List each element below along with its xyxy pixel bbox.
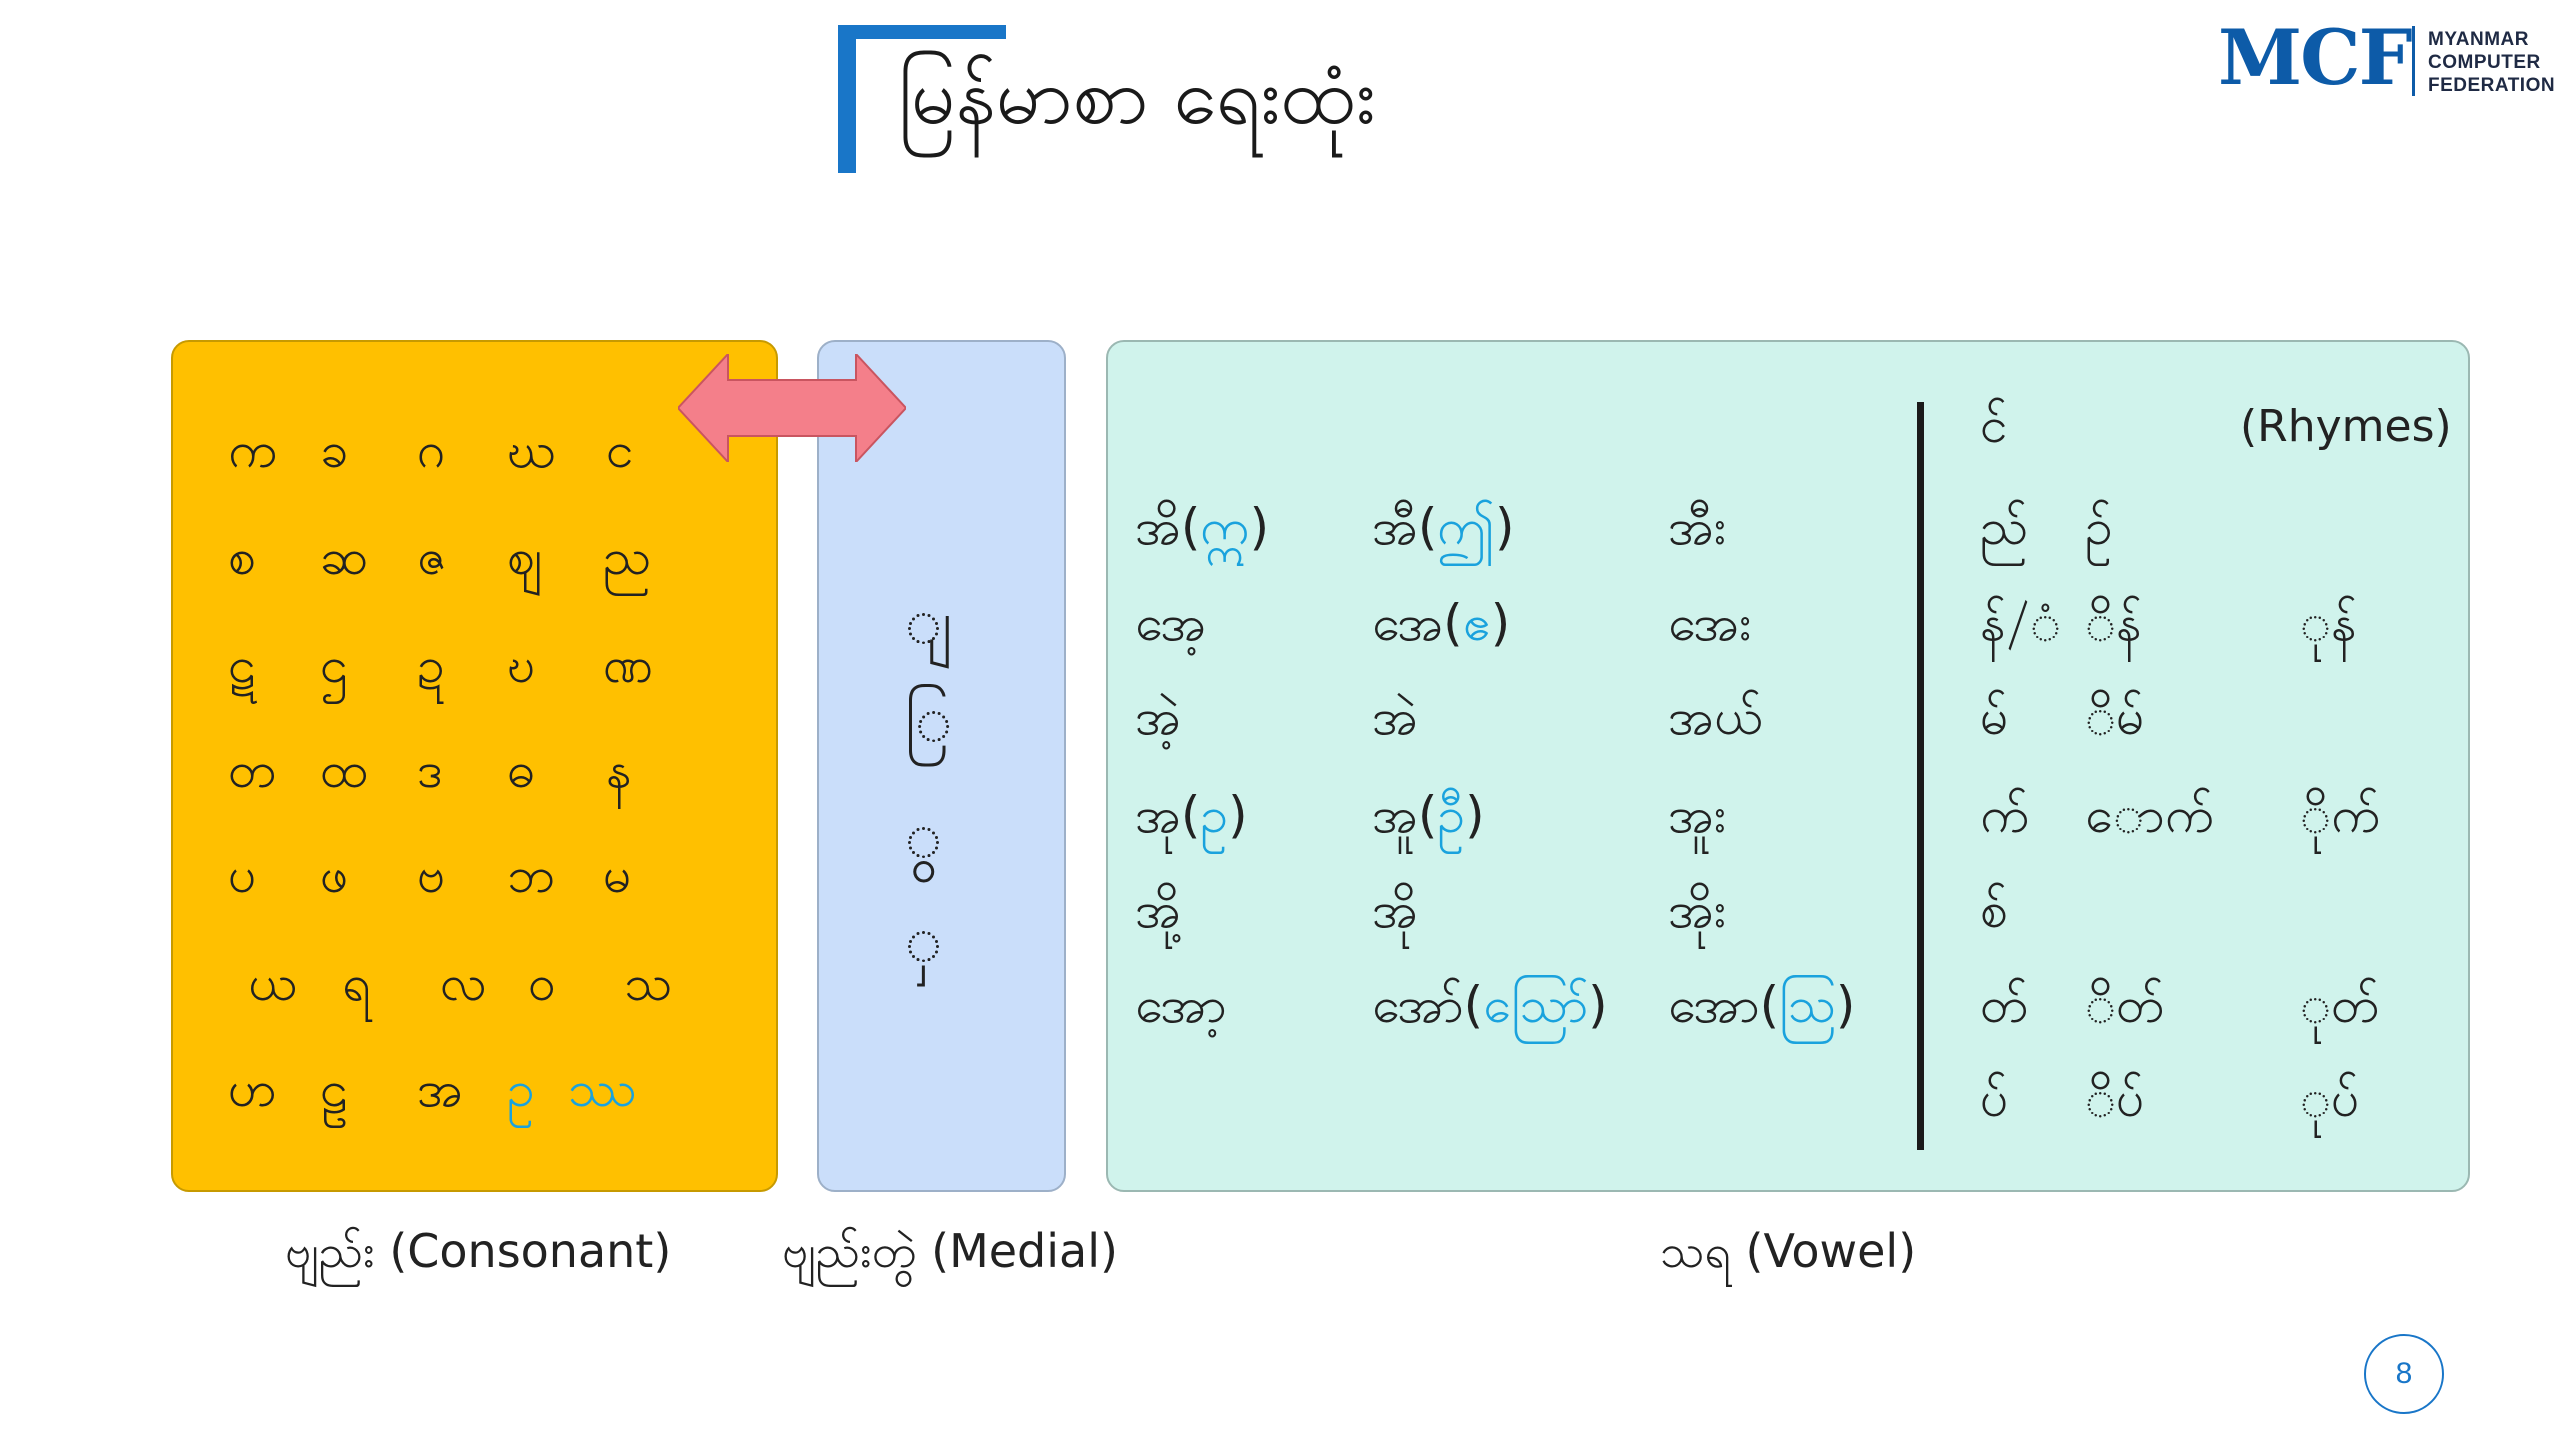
vowel-cell: အေး [1668,594,1752,652]
vowel-cell: အူး [1668,786,1727,844]
consonant-glyph: ဠ [320,1060,349,1118]
consonant-glyph: ဌ [320,636,348,694]
medial-panel [817,340,1066,1192]
consonant-caption: ဗျည်း (Consonant) [285,1224,672,1278]
consonant-glyph: ထ [320,741,369,799]
vowel-cell: အော့ [1135,976,1227,1034]
consonant-glyph: လ [440,954,487,1012]
rhyme-cell: ည် [1980,498,2029,556]
vowel-cell: အို [1372,881,1418,939]
vowel-rhyme-divider [1917,402,1924,1150]
rhyme-cell: င် [1980,396,2008,454]
rhyme-cell: န်/ံ [1980,594,2062,652]
rhyme-cell: ိုက် [2300,786,2380,844]
rhyme-cell: ပ် [1980,1070,2009,1128]
vowel-cell: အူ(ဦ) [1372,786,1485,844]
vowel-cell: အဲ [1372,688,1418,746]
rhyme-cell: ုပ် [2300,1070,2360,1128]
rhyme-cell: က် [1980,786,2029,844]
consonant-glyph: ပ [228,846,257,904]
consonant-glyph: ဆ [320,528,369,586]
vowel-cell: အော်(ဪ) [1372,976,1608,1034]
logo-line-1: MYANMAR [2428,29,2529,50]
vowel-cell: အေ(ဧ) [1372,594,1511,652]
consonant-glyph: ဇ [417,528,447,586]
consonant-glyph: ယ [248,954,297,1012]
consonant-glyph: က [228,421,277,479]
vowel-cell: အေ့ [1135,594,1207,652]
consonant-glyph: ဖ [320,846,349,904]
consonant-glyph: ဏ [603,636,654,694]
consonant-glyph: ဂ [417,421,446,479]
vowel-cell: အော(ဩ) [1668,976,1856,1034]
rhyme-cell: ိမ် [2085,688,2145,746]
vowel-caption: သရ (Vowel) [1660,1224,1917,1278]
double-arrow-icon [678,354,906,462]
logo-divider [2412,26,2415,96]
vowel-cell: အို့ [1135,881,1181,939]
consonant-glyph: ဝ [528,954,557,1012]
page-title: မြန်မာစာ ရေးထုံး [898,52,1376,142]
rhymes-label: (Rhymes) [2240,401,2452,452]
rhyme-cell: ိန် [2085,594,2142,652]
vowel-cell: အု(ဥ) [1135,786,1248,844]
vowel-panel [1106,340,2470,1192]
consonant-glyph: အ [417,1060,463,1118]
consonant-glyph: ဎ [507,636,536,694]
vowel-cell: အီ(ဤ) [1372,498,1515,556]
logo-line-2: COMPUTER [2428,52,2541,73]
consonant-glyph: ခ [320,421,349,479]
consonant-glyph: ရ [342,954,371,1012]
mcf-logo-mark: MCF [2218,13,2413,102]
consonant-glyph: ဓ [507,741,536,799]
consonant-glyph-highlighted: ဥ [507,1060,535,1118]
vowel-cell: အယ် [1668,688,1763,746]
title-accent-bar [838,25,1006,39]
page-number: 8 [2364,1334,2444,1414]
consonant-glyph: န [606,741,632,799]
medial-glyph: ျ [905,587,952,657]
consonant-glyph: ဈ [507,528,543,586]
rhyme-cell: စ် [1980,881,2009,939]
consonant-glyph: ဍ [417,636,445,694]
rhyme-cell: ောက် [2085,786,2214,844]
rhyme-cell: မ် [1980,688,2009,746]
rhyme-cell: ိပ် [2085,1070,2145,1128]
consonant-glyph: တ [228,741,277,799]
vowel-cell: အိ(ဣ) [1135,498,1270,556]
consonant-glyph: ဋ [228,636,256,694]
vowel-cell: အီး [1668,498,1727,556]
vowel-cell: အဲ့ [1135,688,1181,746]
rhyme-cell: ဉ် [2085,498,2113,556]
consonant-glyph: ဗ [417,846,446,904]
consonant-glyph: စ [228,528,257,586]
vowel-cell: အိုး [1668,881,1727,939]
consonant-panel [171,340,778,1192]
consonant-glyph: ဃ [507,421,556,479]
logo-line-3: FEDERATION [2428,75,2556,96]
rhyme-cell: ုတ် [2300,976,2380,1034]
title-accent-bar-left [838,25,856,173]
medial-glyph: ွ [905,801,943,871]
rhyme-cell: ုန် [2300,594,2357,652]
consonant-glyph: ဘ [507,846,556,904]
rhyme-cell: တ် [1980,976,2029,1034]
medial-glyph: ြ [905,685,953,755]
medial-glyph: ှ [905,905,943,975]
rhyme-cell: ိတ် [2085,976,2165,1034]
consonant-glyph-highlighted: ဿ [568,1060,637,1118]
consonant-glyph: ည [603,528,652,586]
consonant-glyph: ဒ [417,741,444,799]
consonant-glyph: သ [624,954,673,1012]
consonant-glyph: မ [603,846,632,904]
medial-caption: ဗျည်းတွဲ (Medial) [782,1224,1118,1278]
consonant-glyph: ဟ [228,1060,277,1118]
mcf-logo-text: MYANMAR COMPUTER FEDERATION [2428,28,2555,97]
consonant-glyph: င [606,421,634,479]
